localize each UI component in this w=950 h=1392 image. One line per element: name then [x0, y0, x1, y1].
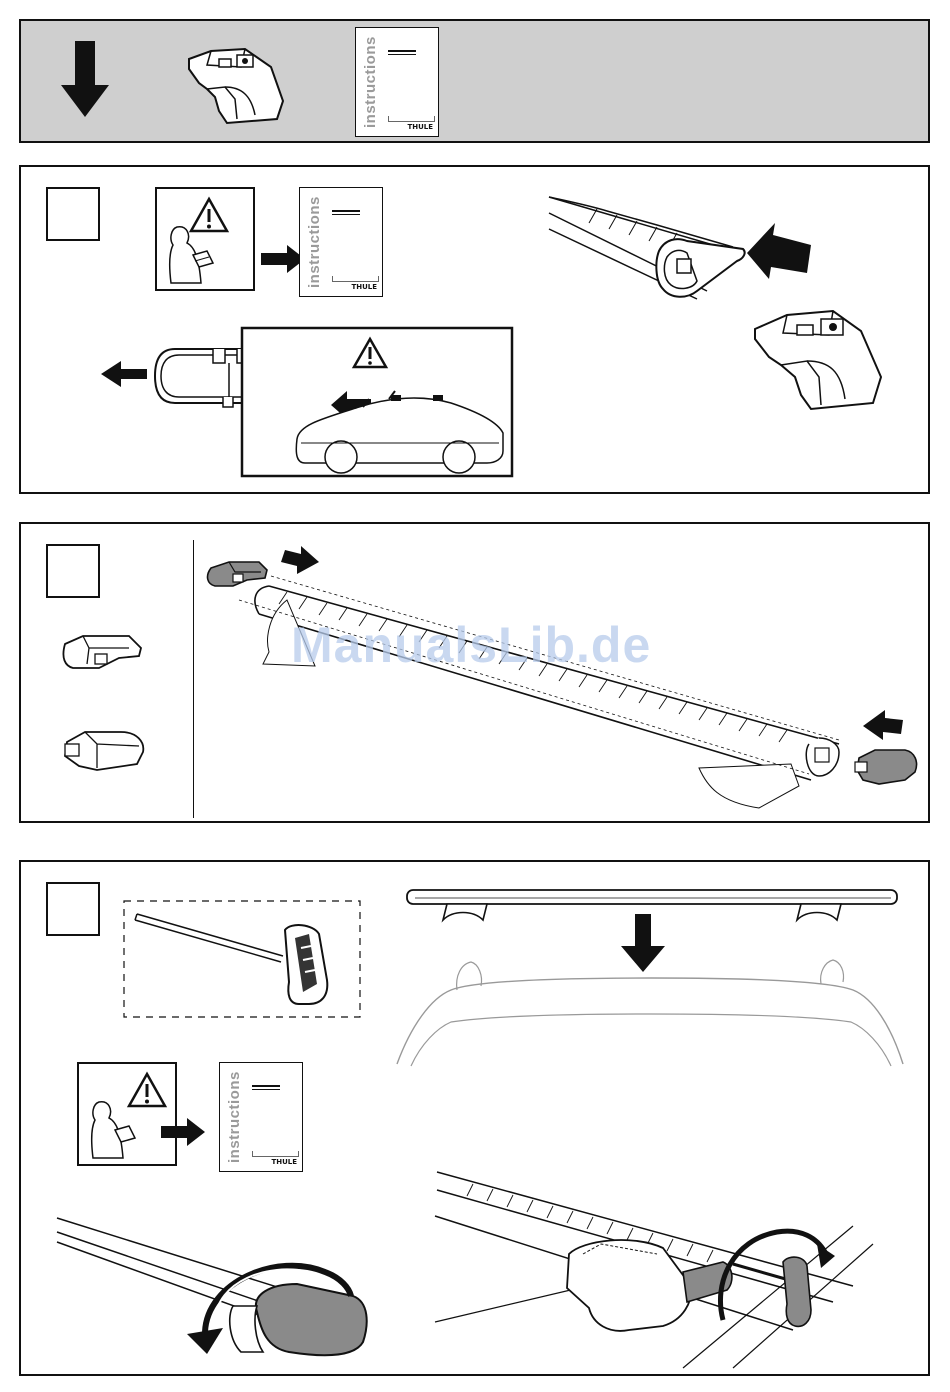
- step-2-panel: ManualsLib.de: [19, 522, 930, 823]
- watermark-text: ManualsLib.de: [291, 616, 651, 674]
- instructions-booklet: instructions THULE: [299, 187, 383, 297]
- crossbar-on-roof-illustration: [391, 886, 911, 1186]
- step-3-panel: instructions THULE: [19, 860, 930, 1376]
- booklet-title: instructions: [306, 196, 323, 288]
- left-arrow-icon: [101, 361, 147, 387]
- booklet-brand: THULE: [407, 123, 433, 131]
- step-1-panel: instructions THULE: [19, 165, 930, 494]
- left-arrow-icon: [747, 223, 811, 279]
- booklet-brand: THULE: [351, 283, 377, 291]
- end-cap-rotation-illustration: [57, 1212, 377, 1362]
- read-instructions-warning-illustration: [77, 1062, 177, 1166]
- end-cap-closed-illustration: [57, 722, 147, 774]
- crossbar-end-cap-assembly: [199, 540, 919, 822]
- end-cap-open-illustration: [59, 628, 145, 676]
- down-arrow-icon: [59, 41, 111, 119]
- instructions-booklet: instructions THULE: [219, 1062, 303, 1172]
- instructions-booklet: instructions THULE: [355, 27, 439, 137]
- roof-rack-foot-illustration: [181, 45, 291, 125]
- right-arrow-icon: [161, 1118, 207, 1146]
- tighten-with-tool-illustration: [433, 1162, 903, 1372]
- step-2-number-box: [46, 544, 100, 598]
- roof-rack-foot-illustration: [749, 305, 889, 415]
- booklet-brand: THULE: [271, 1158, 297, 1166]
- booklet-title: instructions: [226, 1071, 243, 1163]
- read-instructions-warning-illustration: [155, 187, 255, 291]
- parts-overview-panel: instructions THULE: [19, 19, 930, 143]
- booklet-title: instructions: [362, 36, 379, 128]
- bar-end-illustration: [547, 195, 747, 305]
- step-3-number-box: [46, 882, 100, 936]
- car-warning-inset: [241, 327, 513, 477]
- divider-line: [193, 540, 194, 818]
- step-1-number-box: [46, 187, 100, 241]
- t-handle-tool-illustration: [123, 900, 361, 1018]
